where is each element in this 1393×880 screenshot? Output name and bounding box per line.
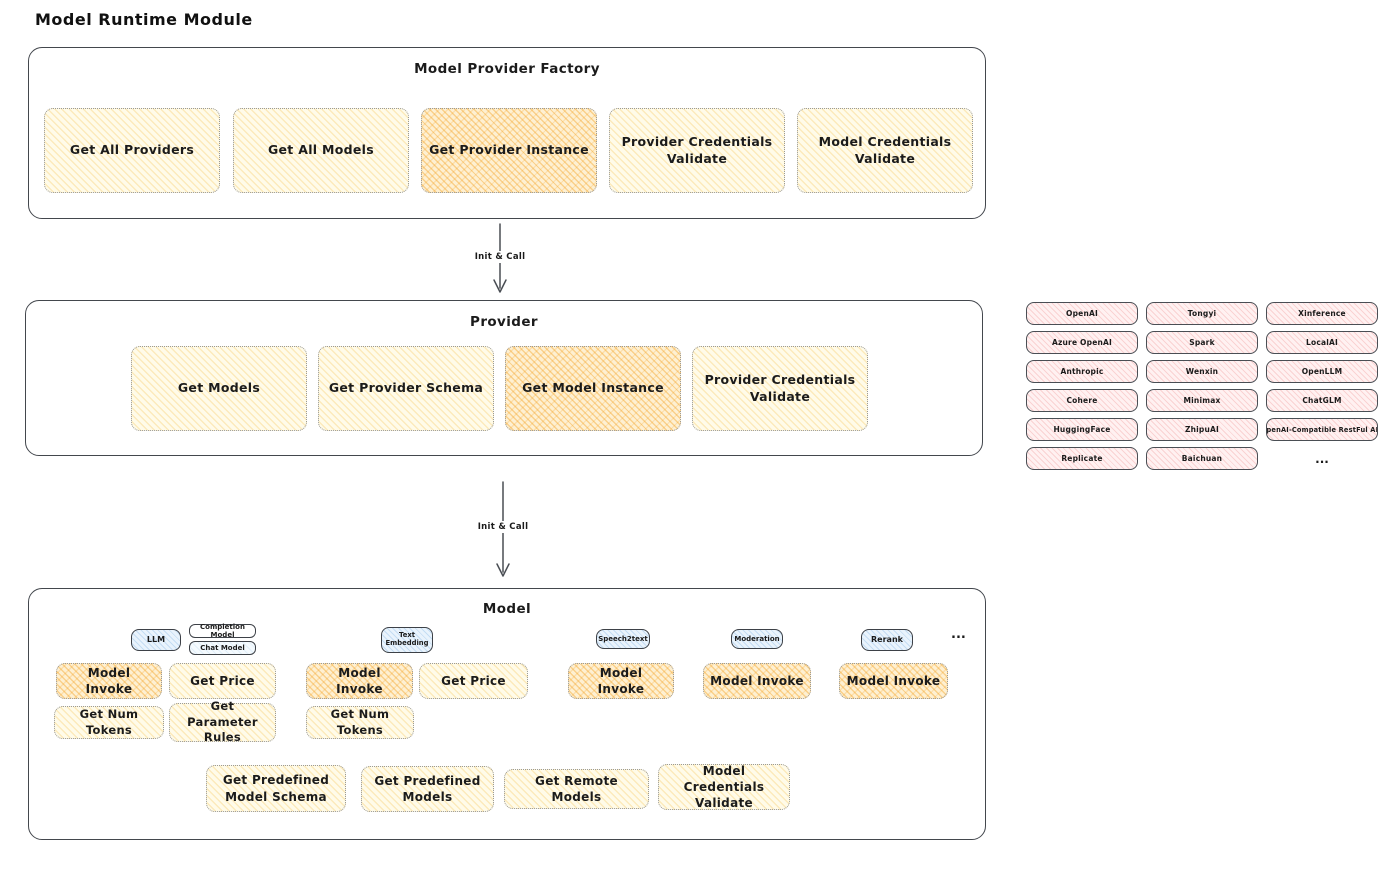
provider-title: Provider bbox=[470, 314, 538, 330]
badge-speech2text: Speech2text bbox=[596, 629, 650, 649]
provider-pill-minimax: Minimax bbox=[1146, 389, 1258, 412]
provider-pill-chatglm: ChatGLM bbox=[1266, 389, 1378, 412]
embedding-model-invoke: Model Invoke bbox=[306, 663, 413, 699]
provider-pill-cohere: Cohere bbox=[1026, 389, 1138, 412]
factory-provider-credentials-validate: Provider Credentials Validate bbox=[609, 108, 785, 193]
arrow-label-init-call-1: Init & Call bbox=[470, 251, 530, 263]
provider-pill-huggingface: HuggingFace bbox=[1026, 418, 1138, 441]
speech2text-model-invoke: Model Invoke bbox=[568, 663, 674, 699]
factory-box: Model Provider Factory Get All Providers… bbox=[28, 47, 986, 219]
provider-pill-spark: Spark bbox=[1146, 331, 1258, 354]
badge-chat-model: Chat Model bbox=[189, 641, 256, 655]
provider-pill-openai-compatible: OpenAI-Compatible RestFul API bbox=[1266, 418, 1378, 441]
badge-llm: LLM bbox=[131, 629, 181, 651]
embedding-get-price: Get Price bbox=[419, 663, 528, 699]
factory-get-all-providers: Get All Providers bbox=[44, 108, 220, 193]
model-get-predefined-models: Get Predefined Models bbox=[361, 766, 494, 812]
provider-pill-wenxin: Wenxin bbox=[1146, 360, 1258, 383]
badge-rerank: Rerank bbox=[861, 629, 913, 651]
model-get-predefined-model-schema: Get Predefined Model Schema bbox=[206, 765, 346, 812]
model-title: Model bbox=[482, 601, 532, 617]
model-box: Model LLM Completion Model Chat Model Te… bbox=[28, 588, 1001, 855]
embedding-get-num-tokens: Get Num Tokens bbox=[306, 706, 414, 739]
provider-pill-azure-openai: Azure OpenAI bbox=[1026, 331, 1138, 354]
diagram-title: Model Runtime Module bbox=[35, 10, 253, 29]
factory-model-credentials-validate: Model Credentials Validate bbox=[797, 108, 973, 193]
provider-pill-openai: OpenAI bbox=[1026, 302, 1138, 325]
badge-completion-model: Completion Model bbox=[189, 623, 256, 639]
model-get-remote-models: Get Remote Models bbox=[504, 769, 649, 809]
provider-pill-replicate: Replicate bbox=[1026, 447, 1138, 470]
provider-pill-tongyi: Tongyi bbox=[1146, 302, 1258, 325]
llm-get-price: Get Price bbox=[169, 663, 276, 699]
model-types-ellipsis: ... bbox=[951, 627, 966, 642]
model-credentials-validate: Model Credentials Validate bbox=[658, 764, 790, 810]
providers-more-ellipsis: ... bbox=[1315, 451, 1329, 466]
factory-get-provider-instance: Get Provider Instance bbox=[421, 108, 597, 193]
badge-text-embedding: Text Embedding bbox=[381, 627, 433, 653]
llm-get-num-tokens: Get Num Tokens bbox=[54, 706, 164, 739]
provider-credentials-validate: Provider Credentials Validate bbox=[692, 346, 868, 431]
provider-pill-baichuan: Baichuan bbox=[1146, 447, 1258, 470]
providers-grid: OpenAI Tongyi Xinference Azure OpenAI Sp… bbox=[1026, 302, 1378, 470]
provider-get-provider-schema: Get Provider Schema bbox=[318, 346, 494, 431]
rerank-model-invoke: Model Invoke bbox=[839, 663, 948, 699]
provider-get-model-instance: Get Model Instance bbox=[505, 346, 681, 431]
factory-title: Model Provider Factory bbox=[414, 61, 600, 77]
llm-get-parameter-rules: Get Parameter Rules bbox=[169, 699, 276, 744]
arrow-label-init-call-2: Init & Call bbox=[473, 521, 533, 533]
factory-get-all-models: Get All Models bbox=[233, 108, 409, 193]
provider-pill-anthropic: Anthropic bbox=[1026, 360, 1138, 383]
moderation-model-invoke: Model Invoke bbox=[703, 663, 811, 699]
llm-model-invoke: Model Invoke bbox=[56, 663, 162, 699]
provider-pill-zhipuai: ZhipuAI bbox=[1146, 418, 1258, 441]
provider-get-models: Get Models bbox=[131, 346, 307, 431]
provider-pill-xinference: Xinference bbox=[1266, 302, 1378, 325]
provider-pill-localai: LocalAI bbox=[1266, 331, 1378, 354]
badge-moderation: Moderation bbox=[731, 629, 783, 649]
provider-box: Provider Get Models Get Provider Schema … bbox=[25, 300, 998, 471]
provider-pill-openllm: OpenLLM bbox=[1266, 360, 1378, 383]
